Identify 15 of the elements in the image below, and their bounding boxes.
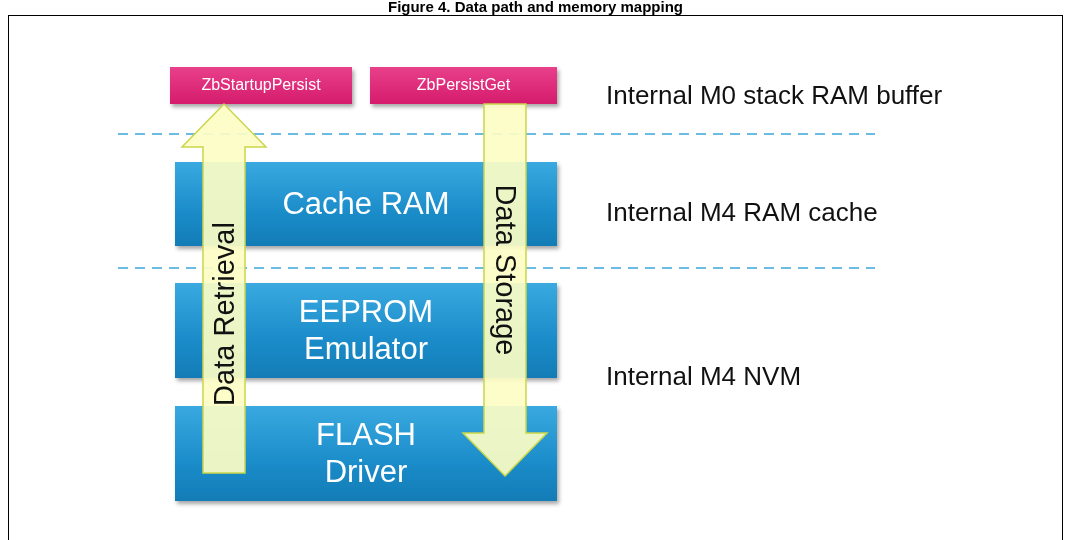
box-label: ZbPersistGet	[416, 76, 511, 95]
memory-region-label: Internal M0 stack RAM buffer	[606, 80, 943, 111]
box-label: Cache RAM	[282, 185, 450, 223]
function-box	[170, 67, 352, 104]
box-label: ZbStartupPersist	[201, 76, 321, 95]
box-label: FLASH Driver	[315, 416, 417, 491]
memory-region-label: Internal M4 NVM	[606, 361, 802, 392]
block-arrow	[461, 103, 549, 478]
memory-region-label: Internal M4 RAM cache	[606, 197, 878, 228]
edge-label: Data Storage	[488, 184, 522, 356]
figure-title: Figure 4. Data path and memory mapping	[386, 0, 685, 14]
function-box	[370, 67, 557, 104]
box-label: EEPROM Emulator	[297, 293, 435, 368]
block-arrow	[180, 102, 268, 474]
edge-label: Data Retrieval	[207, 221, 241, 406]
